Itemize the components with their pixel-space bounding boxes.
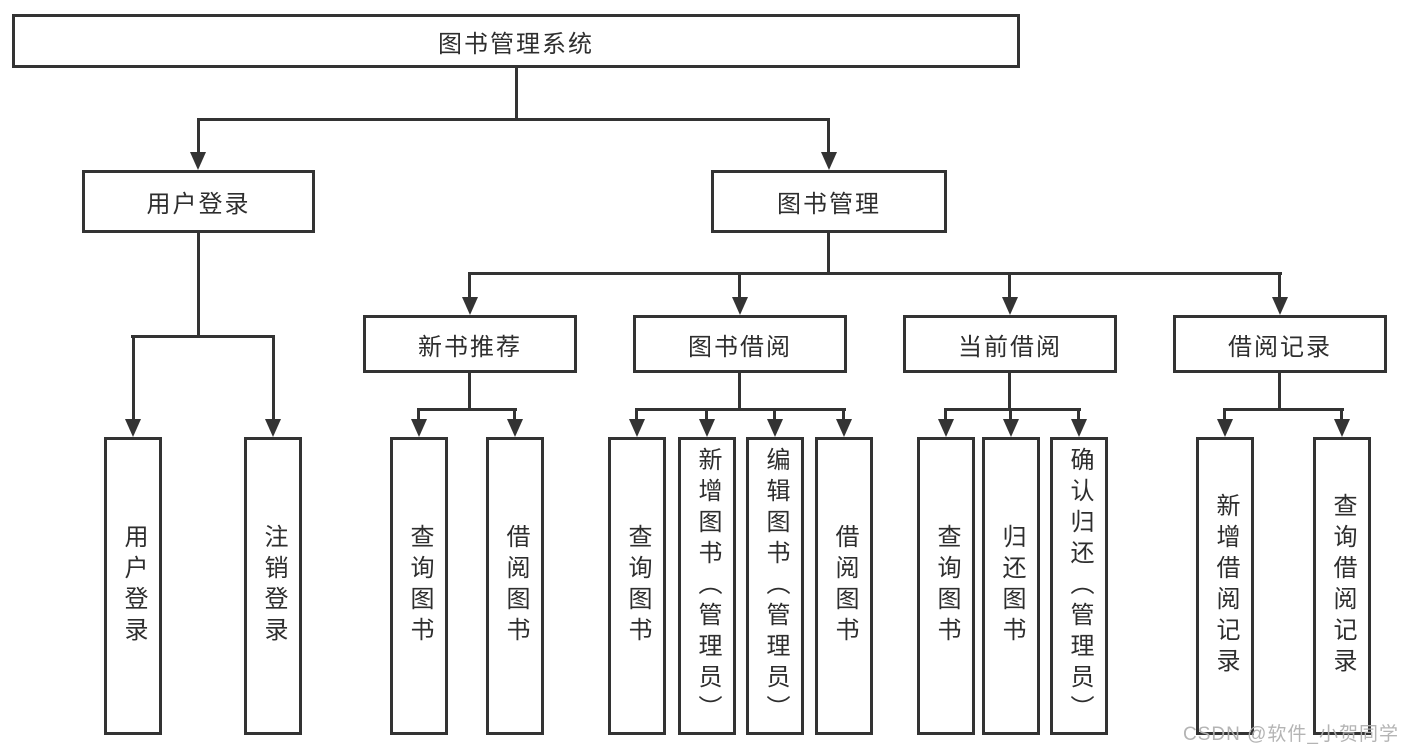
connector-line [513,408,516,422]
connector-line [197,118,200,156]
connector-line [131,335,275,338]
connector-line [635,408,638,422]
arrowhead-down-icon [629,419,645,437]
arrowhead-down-icon [699,419,715,437]
leaf-query-books: 查询图书 [390,437,448,735]
connector-line [197,233,200,335]
leaf-logout: 注销登录 [244,437,302,735]
connector-line [197,118,830,121]
arrowhead-down-icon [190,152,206,170]
connector-line [468,272,1282,275]
connector-line [1278,272,1281,300]
arrowhead-down-icon [767,419,783,437]
node-current-borrow: 当前借阅 [903,315,1117,373]
arrowhead-down-icon [1217,419,1233,437]
connector-line [1008,272,1011,300]
leaf-borrow-books: 借阅图书 [486,437,544,735]
connector-line [1008,373,1011,410]
node-book-borrow: 图书借阅 [633,315,847,373]
leaf-query-borrow-record: 查询借阅记录 [1313,437,1371,735]
connector-line [1223,408,1226,422]
connector-line [417,408,420,422]
leaf-query-books: 查询图书 [608,437,666,735]
arrowhead-down-icon [507,419,523,437]
leaf-edit-books-admin: 编辑图书（管理员） [746,437,804,735]
node-root: 图书管理系统 [12,14,1020,68]
connector-line [1223,408,1344,411]
leaf-confirm-return-admin: 确认归还（管理员） [1050,437,1108,735]
node-new-book-recommend: 新书推荐 [363,315,577,373]
arrowhead-down-icon [732,297,748,315]
arrowhead-down-icon [462,297,478,315]
arrowhead-down-icon [265,419,281,437]
connector-line [468,272,471,300]
connector-line [272,335,275,421]
connector-line [944,408,947,422]
connector-line [738,373,741,410]
connector-line [417,408,517,411]
arrowhead-down-icon [1002,297,1018,315]
connector-line [738,272,741,300]
connector-line [515,68,518,120]
connector-line [944,408,1081,411]
arrowhead-down-icon [1272,297,1288,315]
arrowhead-down-icon [1071,419,1087,437]
leaf-add-books-admin: 新增图书（管理员） [678,437,736,735]
node-user-login: 用户登录 [82,170,315,233]
arrowhead-down-icon [1334,419,1350,437]
leaf-return-books: 归还图书 [982,437,1040,735]
connector-line [827,118,830,156]
arrowhead-down-icon [836,419,852,437]
connector-line [842,408,845,422]
leaf-borrow-books: 借阅图书 [815,437,873,735]
arrowhead-down-icon [821,152,837,170]
node-borrow-record: 借阅记录 [1173,315,1387,373]
connector-line [827,233,830,275]
leaf-query-books: 查询图书 [917,437,975,735]
arrowhead-down-icon [938,419,954,437]
connector-line [705,408,708,422]
connector-line [1077,408,1080,422]
connector-line [468,373,471,410]
connector-line [132,335,135,421]
connector-line [1278,373,1281,410]
arrowhead-down-icon [125,419,141,437]
leaf-user-login: 用户登录 [104,437,162,735]
leaf-add-borrow-record: 新增借阅记录 [1196,437,1254,735]
watermark: CSDN @软件_小贺同学 [1183,724,1399,745]
connector-line [635,408,846,411]
node-book-management: 图书管理 [711,170,947,233]
arrowhead-down-icon [1003,419,1019,437]
connector-line [1009,408,1012,422]
connector-line [1340,408,1343,422]
connector-line [773,408,776,422]
arrowhead-down-icon [411,419,427,437]
